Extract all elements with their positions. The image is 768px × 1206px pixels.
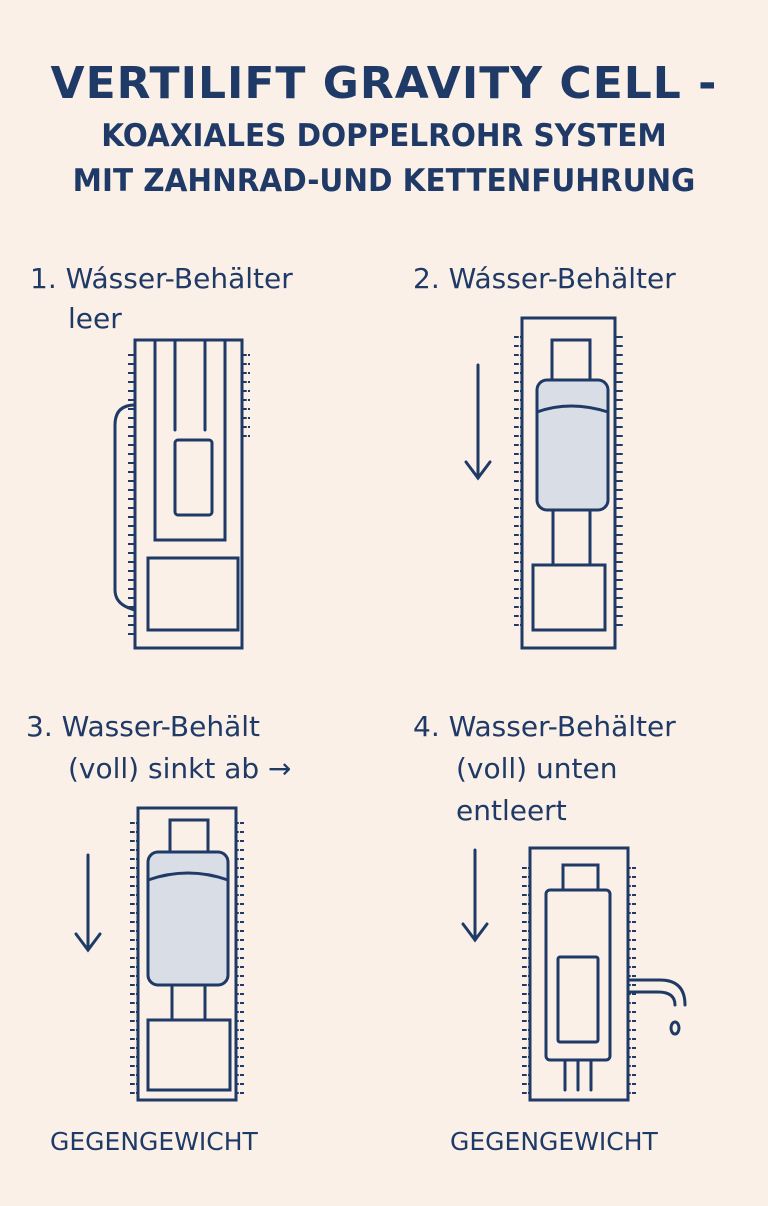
panel-3-label-line-1: 3. Wasser-Behält	[26, 710, 260, 743]
down-arrow-icon	[461, 848, 489, 943]
diagram-3-container-sinking	[74, 806, 244, 1102]
title-line-3: MIT ZAHNRAD-UND KETTENFUHRUNG	[72, 163, 696, 199]
water-drop-icon	[669, 1020, 681, 1036]
panel-2-label-line-1: 2. Wásser-Behälter	[413, 262, 676, 295]
title-line-2: KOAXIALES DOPPELROHR SYSTEM	[101, 118, 667, 154]
diagram-1-empty-container	[113, 338, 250, 650]
panel-3-label-line-2: (voll) sinkt ab →	[68, 752, 292, 785]
diagram-4-container-emptied	[461, 846, 687, 1102]
down-arrow-icon	[74, 853, 102, 953]
panel-4-label-line-2: (voll) unten	[456, 752, 618, 785]
diagram-2-container	[464, 316, 623, 650]
title-line-1: VERTILIFT GRAVITY CELL -	[50, 58, 718, 109]
down-arrow-icon	[464, 363, 492, 481]
panel-4-label-line-3: entleert	[456, 794, 567, 827]
panel-1-label-line-2: leer	[68, 302, 122, 335]
panel-1-label-line-1: 1. Wásser-Behälter	[30, 262, 293, 295]
spout-icon	[626, 978, 687, 1007]
counterweight-label-right: GEGENGEWICHT	[450, 1127, 658, 1156]
panel-4-label-line-1: 4. Wasser-Behälter	[413, 710, 676, 743]
counterweight-label-left: GEGENGEWICHT	[50, 1127, 258, 1156]
